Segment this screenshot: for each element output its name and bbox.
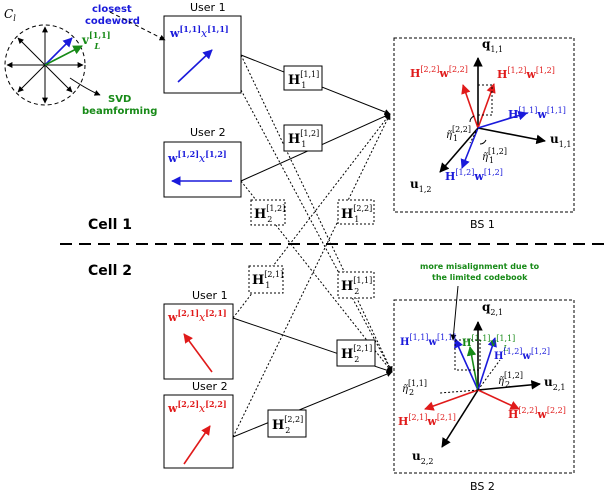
svg-text:H[2,2]w[2,2]: H[2,2]w[2,2]	[410, 65, 468, 80]
svg-text:H[2,2]2: H[2,2]2	[272, 415, 303, 435]
bs1-caption: BS 1	[470, 218, 495, 231]
svg-text:H[1,2]w[1,2]: H[1,2]w[1,2]	[445, 168, 503, 183]
channel-labels: H[1,1]1 H[1,2]1 H[1,2]2 H[2,2]1 H[2,1]1 …	[248, 65, 376, 438]
svg-text:H[2,1]w[2,1]: H[2,1]w[2,1]	[398, 413, 456, 428]
svg-text:u1,2: u1,2	[410, 177, 431, 194]
svg-text:η̃[1,2]2: η̃[1,2]2	[498, 371, 523, 389]
channel-lines	[232, 54, 393, 438]
cell1-user1-title: User 1	[190, 1, 226, 14]
svg-text:u2,2: u2,2	[412, 449, 433, 466]
svg-text:closest: closest	[92, 4, 132, 15]
cell1-user2-title: User 2	[190, 126, 226, 139]
svg-text:H[1,2]w[1,2]: H[1,2]w[1,2]	[497, 66, 555, 81]
cell1-user1-beam-arrow	[177, 49, 213, 83]
svg-text:H[2,1]2: H[2,1]2	[341, 344, 372, 364]
svg-text:H[2,1]1: H[2,1]1	[252, 270, 283, 290]
cell2-user2: User 2 w[2,2]x[2,2]	[163, 380, 234, 469]
svg-text:H[1,2]2: H[1,2]2	[254, 204, 285, 224]
svg-text:η̃[2,2]1: η̃[2,2]1	[446, 125, 471, 143]
svg-text:H[2,2]w[2,2]: H[2,2]w[2,2]	[508, 406, 566, 421]
svg-text:u1,1: u1,1	[550, 132, 571, 149]
svg-text:w[1,1]x[1,1]: w[1,1]x[1,1]	[169, 24, 229, 40]
cell2-user1-title: User 1	[192, 289, 228, 302]
closest-label: closest	[92, 4, 132, 15]
svg-text:H[1,1]w[1,1]: H[1,1]w[1,1]	[400, 333, 456, 348]
svg-text:η̃[1,2]1: η̃[1,2]1	[482, 147, 507, 165]
bs2-note-line2: the limited codebook	[432, 273, 528, 282]
svg-text:w[1,2]x[1,2]: w[1,2]x[1,2]	[167, 149, 227, 165]
cell2-user2-beam-arrow	[183, 425, 211, 465]
svg-text:H[2,2]1: H[2,2]1	[341, 204, 372, 224]
codeword-label: codeword	[85, 16, 140, 27]
cell2-user1: User 1 w[2,1]x[2,1]	[163, 289, 234, 380]
codebook-illustration: Cl closest codeword v[1,1]L SVD beamform…	[4, 4, 166, 117]
svg-text:H[1,1]v[1,1]L: H[1,1]v[1,1]L	[462, 334, 515, 353]
svg-text:u2,1: u2,1	[544, 375, 565, 392]
cell2-user1-beam-arrow	[183, 333, 213, 373]
bs2-caption: BS 2	[470, 480, 495, 493]
cell1-user1: User 1 w[1,1]x[1,1]	[163, 1, 242, 94]
svg-text:H[1,1]2: H[1,1]2	[341, 276, 372, 296]
svg-text:H[1,1]w[1,1]: H[1,1]w[1,1]	[508, 106, 566, 121]
svd-vector-label: v	[81, 33, 90, 47]
codebook-label: C	[4, 7, 13, 21]
cell1-label: Cell 1	[88, 217, 132, 233]
beamforming-label: beamforming	[82, 106, 157, 117]
svg-text:η̃[1,1]2: η̃[1,1]2	[402, 379, 427, 397]
bs1-panel: BS 1 q1,1 u1,1 u1,2 H[2,2]w[2,2] H[1,2]w…	[393, 37, 575, 231]
bs2-note-line1: more misalignment due to	[420, 262, 540, 271]
svg-text:v[1,1]L: v[1,1]L	[81, 30, 110, 51]
svg-text:codeword: codeword	[85, 16, 140, 27]
svg-text:w[2,2]x[2,2]: w[2,2]x[2,2]	[167, 399, 227, 415]
svd-label: SVD	[108, 94, 131, 105]
svg-text:w[2,1]x[2,1]: w[2,1]x[2,1]	[167, 308, 227, 324]
cell2-user2-title: User 2	[192, 380, 228, 393]
svg-text:q1,1: q1,1	[482, 37, 503, 54]
cell2-label: Cell 2	[88, 263, 132, 279]
svg-text:H[1,2]1: H[1,2]1	[288, 129, 319, 149]
svg-text:Cl: Cl	[4, 7, 16, 23]
svg-text:H[1,1]1: H[1,1]1	[288, 70, 319, 90]
cell1-user2: User 2 w[1,2]x[1,2]	[163, 126, 242, 198]
svg-text:q2,1: q2,1	[482, 300, 503, 317]
svg-text:H[1,2]w[1,2]: H[1,2]w[1,2]	[494, 347, 550, 362]
bs2-panel: BS 2 more misalignment due to the limite…	[393, 262, 575, 493]
